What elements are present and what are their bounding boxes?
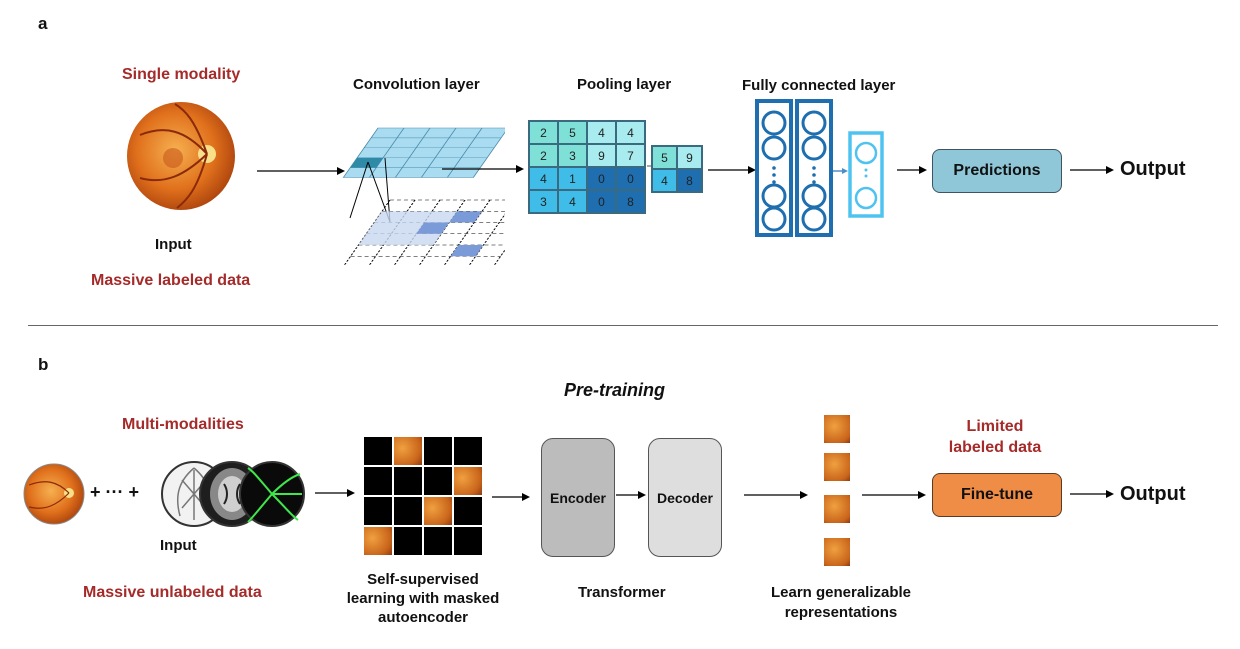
masked-patch [424, 527, 452, 555]
finetune-box: Fine-tune [932, 473, 1062, 517]
panel-a-label: a [38, 14, 48, 33]
encoder-box: Encoder [541, 438, 615, 557]
pool-cell: 0 [616, 167, 645, 190]
fully-connected-label: Fully connected layer [742, 77, 896, 94]
representation-patch [824, 415, 850, 443]
masked-patch [454, 437, 482, 465]
pool-out-cell: 5 [652, 146, 677, 169]
arrow-pool-fc [708, 166, 756, 174]
output-label-a: Output [1120, 158, 1186, 180]
pool-cell: 4 [529, 167, 558, 190]
predictions-box: Predictions [932, 149, 1062, 193]
limited-labeled-label: Limited labeled data [948, 418, 1042, 456]
massive-unlabeled-label: Massive unlabeled data [83, 584, 262, 601]
arrow-encoder-decoder [616, 491, 646, 499]
masked-patch [394, 497, 422, 525]
pretraining-label: Pre-training [564, 380, 666, 400]
convolution-diagram [342, 127, 505, 265]
ssl-label: Self-supervised learning with masked aut… [346, 571, 500, 626]
pool-cell: 2 [529, 144, 558, 167]
arrow-mask-encoder [492, 493, 530, 501]
pool-out-cell: 8 [677, 169, 702, 192]
pool-cell: 5 [558, 121, 587, 144]
pool-cell: 7 [616, 144, 645, 167]
arrow-finetune-output [1070, 490, 1114, 498]
masked-patch [394, 527, 422, 555]
masked-patch [364, 497, 392, 525]
visible-patch [454, 467, 482, 495]
pool-out-cell: 9 [677, 146, 702, 169]
pool-cell: 4 [558, 190, 587, 213]
pooling-grid: 2 5 4 4 2 3 9 7 4 1 0 0 3 4 0 8 [528, 120, 646, 214]
representation-patch [824, 538, 850, 566]
masked-patch [394, 467, 422, 495]
arrow-input-conv [257, 167, 345, 175]
arrow-representations-finetune [862, 491, 926, 499]
pool-cell: 4 [587, 121, 616, 144]
pool-cell: 9 [587, 144, 616, 167]
masked-patch [364, 437, 392, 465]
pool-cell: 3 [529, 190, 558, 213]
plus-ellipsis: + ··· + [90, 482, 140, 502]
retina-image-small [23, 463, 85, 525]
multi-modalities-label: Multi-modalities [122, 416, 244, 433]
convolution-label: Convolution layer [353, 76, 480, 93]
other-modality-images [161, 461, 305, 527]
masked-patch [424, 437, 452, 465]
pool-cell: 0 [587, 190, 616, 213]
input-label-b: Input [160, 537, 197, 554]
masked-image-grid [364, 437, 482, 555]
fully-connected-diagram [755, 99, 884, 237]
pool-cell: 1 [558, 167, 587, 190]
input-label-a: Input [155, 236, 192, 253]
panel-divider [28, 325, 1218, 326]
output-label-b: Output [1120, 483, 1186, 505]
visible-patch [424, 497, 452, 525]
massive-labeled-label: Massive labeled data [91, 272, 251, 289]
single-modality-label: Single modality [122, 66, 241, 83]
pool-cell: 8 [616, 190, 645, 213]
masked-patch [424, 467, 452, 495]
panel-b-label: b [38, 355, 49, 374]
representation-patch [824, 495, 850, 523]
pool-cell: 4 [616, 121, 645, 144]
pool-cell: 0 [587, 167, 616, 190]
masked-patch [454, 527, 482, 555]
visible-patch [364, 527, 392, 555]
pool-cell: 3 [558, 144, 587, 167]
arrow-input-mask [315, 489, 355, 497]
pooling-label: Pooling layer [577, 76, 672, 93]
pool-cell: 2 [529, 121, 558, 144]
arrow-decoder-representations [744, 491, 808, 499]
transformer-label: Transformer [578, 584, 666, 601]
decoder-box: Decoder [648, 438, 722, 557]
representation-patch [824, 453, 850, 481]
learn-representations-label: Learn generalizable representations [770, 584, 912, 621]
arrow-conv-pool [442, 165, 524, 173]
pool-out-cell: 4 [652, 169, 677, 192]
masked-patch [364, 467, 392, 495]
visible-patch [394, 437, 422, 465]
masked-patch [454, 497, 482, 525]
pooling-output-grid: 5 9 4 8 [651, 145, 703, 193]
arrow-fc-predictions [897, 166, 927, 174]
arrow-predictions-output [1070, 166, 1114, 174]
retina-image [127, 102, 235, 210]
